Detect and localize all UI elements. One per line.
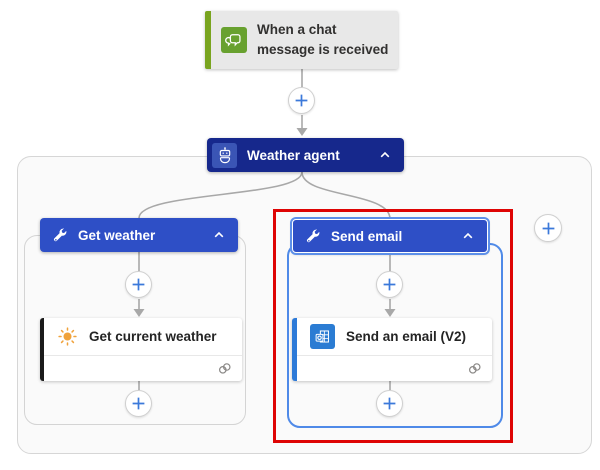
add-branch-button[interactable] [534,214,562,242]
plus-icon [383,397,396,410]
plus-icon [542,222,554,234]
get-current-weather-card[interactable]: Get current weather [40,318,242,381]
wrench-icon [52,227,68,243]
plus-icon [132,278,145,291]
plus-icon [132,397,145,410]
trigger-card[interactable]: When a chat message is received [205,11,398,69]
trigger-title: When a chat message is received [257,22,389,57]
send-email-header-title: Send email [331,228,403,244]
outlook-icon [310,324,335,349]
sun-icon [57,326,78,347]
insert-step-button-top[interactable] [288,87,315,114]
action-title-row: Send an email (V2) [297,318,492,356]
collapse-send-email-button[interactable] [459,227,477,245]
chevron-up-icon [214,231,224,238]
insert-step-button-right[interactable] [376,271,403,298]
add-action-button-right[interactable] [376,390,403,417]
action-footer [44,356,242,380]
action-footer [297,356,492,380]
send-an-email-card[interactable]: Send an email (V2) [292,318,492,381]
bot-icon [212,142,237,168]
plus-icon [295,94,308,107]
add-action-button-left[interactable] [125,390,152,417]
chevron-up-icon [380,151,390,158]
weather-agent-card[interactable]: Weather agent [207,138,404,172]
agent-title: Weather agent [247,147,340,163]
collapse-get-weather-button[interactable] [210,226,228,244]
connection-icon [467,361,482,376]
chat-icon [221,27,247,53]
plus-icon [383,278,396,291]
action-title-row: Get current weather [44,318,242,356]
connection-icon [217,361,232,376]
get-weather-header[interactable]: Get weather [40,218,238,252]
collapse-agent-button[interactable] [376,146,394,164]
get-weather-header-title: Get weather [78,227,156,243]
send-email-header[interactable]: Send email [292,219,488,253]
wrench-icon [305,228,321,244]
action-title: Get current weather [89,329,217,344]
action-title: Send an email (V2) [346,329,467,344]
insert-step-button-left[interactable] [125,271,152,298]
chevron-up-icon [463,232,473,239]
